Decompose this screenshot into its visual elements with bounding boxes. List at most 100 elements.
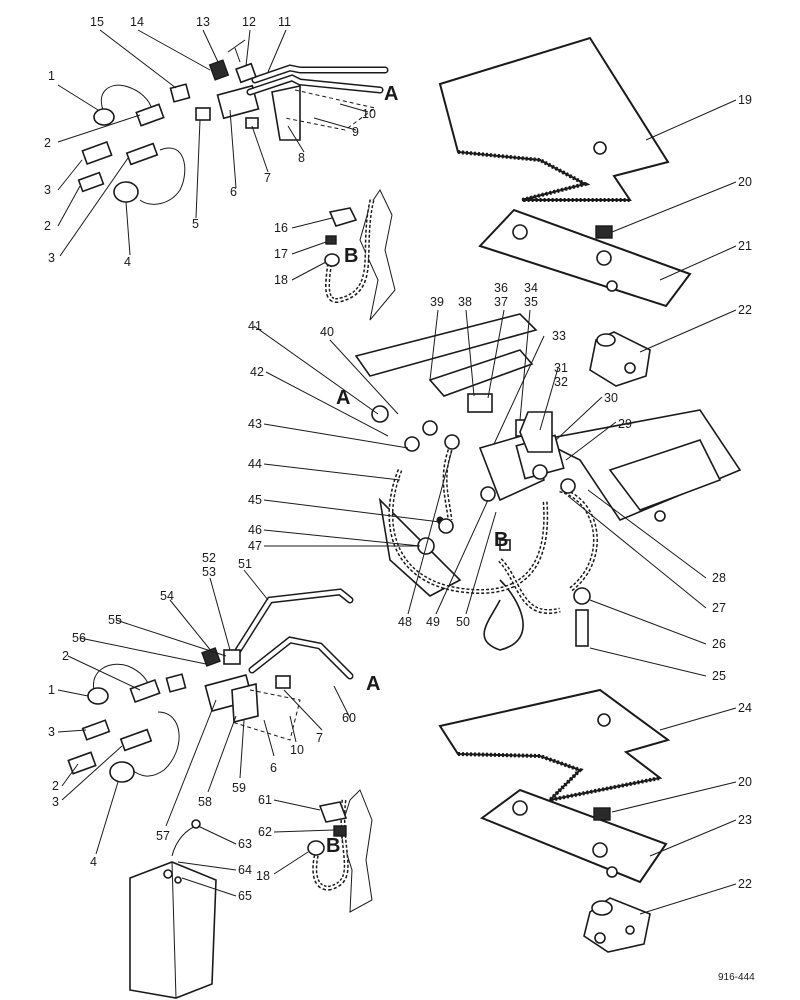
callout: 58 — [198, 795, 212, 809]
connection-mark: A — [336, 387, 350, 409]
connection-mark: B — [326, 835, 340, 857]
callout: 20 — [738, 175, 752, 189]
callout: 20 — [738, 775, 752, 789]
callout: 14 — [130, 15, 144, 29]
callout: 24 — [738, 701, 752, 715]
callout: 63 — [238, 837, 252, 851]
reservoir-tank — [129, 819, 237, 999]
callout: 29 — [618, 417, 632, 431]
callout: 55 — [108, 613, 122, 627]
center-leaders — [253, 309, 707, 677]
dust-cap-part — [93, 108, 115, 126]
callout: 3 — [48, 725, 55, 739]
callout: 59 — [232, 781, 246, 795]
callout: 18 — [256, 869, 270, 883]
top-left-assembly — [77, 39, 389, 205]
callout: 28 — [712, 571, 726, 585]
callout: 52 — [202, 551, 216, 565]
callout: 45 — [248, 493, 262, 507]
callout: 1 — [48, 69, 55, 83]
callout: 21 — [738, 239, 752, 253]
dust-cap-part — [113, 181, 139, 203]
callout: 10 — [362, 107, 376, 121]
callout: 19 — [738, 93, 752, 107]
callout: 37 — [494, 295, 508, 309]
callout: 5 — [192, 217, 199, 231]
callout: 22 — [738, 303, 752, 317]
callout: 11 — [278, 15, 291, 29]
callout: 51 — [238, 557, 252, 571]
callout: 1 — [48, 683, 55, 697]
valve-22-lower — [583, 883, 737, 953]
callout: 64 — [238, 863, 252, 877]
callout: 12 — [242, 15, 256, 29]
callout: 15 — [90, 15, 104, 29]
callout: 7 — [316, 731, 323, 745]
callout: 7 — [264, 171, 271, 185]
figure-number: 916-444 — [718, 972, 755, 983]
callout: 26 — [712, 637, 726, 651]
callout: 13 — [196, 15, 210, 29]
callout: 36 — [494, 281, 508, 295]
callout: 39 — [430, 295, 444, 309]
connection-marks: A B A B A B — [326, 83, 508, 857]
callout-labels: 1 2 2 3 3 4 5 6 7 8 9 10 11 12 13 14 15 … — [44, 15, 752, 903]
hose-b-top — [291, 188, 396, 321]
connection-mark: A — [384, 83, 398, 105]
callout: 41 — [248, 319, 262, 333]
top-left-leaders — [57, 29, 369, 257]
callout: 38 — [458, 295, 472, 309]
callout: 43 — [248, 417, 262, 431]
callout: 53 — [202, 565, 216, 579]
callout: 8 — [298, 151, 305, 165]
callout: 40 — [320, 325, 334, 339]
callout: 57 — [156, 829, 170, 843]
callout: 46 — [248, 523, 262, 537]
callout: 50 — [456, 615, 470, 629]
callout: 3 — [44, 183, 51, 197]
callout: 56 — [72, 631, 86, 645]
callout: 62 — [258, 825, 272, 839]
callout: 65 — [238, 889, 252, 903]
callout: 9 — [352, 125, 359, 139]
callout: 30 — [604, 391, 618, 405]
callout: 27 — [712, 601, 726, 615]
bottom-left-leaders — [57, 569, 351, 855]
coupler-part — [135, 103, 165, 127]
callout: 16 — [274, 221, 288, 235]
callout: 23 — [738, 813, 752, 827]
callout: 2 — [44, 219, 51, 233]
callout: 4 — [90, 855, 97, 869]
callout: 31 — [554, 361, 568, 375]
callout: 10 — [290, 743, 304, 757]
callout: 17 — [274, 247, 288, 261]
hose-b-bottom — [273, 789, 373, 913]
callout: 42 — [250, 365, 264, 379]
callout: 2 — [52, 779, 59, 793]
connection-mark: A — [366, 673, 380, 695]
valve-22-upper — [589, 309, 737, 387]
callout: 2 — [44, 136, 51, 150]
center-assembly — [354, 313, 742, 651]
callout: 18 — [274, 273, 288, 287]
callout: 6 — [270, 761, 277, 775]
callout: 32 — [554, 375, 568, 389]
callout: 22 — [738, 877, 752, 891]
callout: 61 — [258, 793, 272, 807]
callout: 44 — [248, 457, 262, 471]
callout: 49 — [426, 615, 440, 629]
callout: 35 — [524, 295, 538, 309]
callout: 3 — [52, 795, 59, 809]
callout: 25 — [712, 669, 726, 683]
connection-mark: B — [494, 529, 508, 551]
callout: 3 — [48, 251, 55, 265]
callout: 60 — [342, 711, 356, 725]
upper-plates — [438, 36, 737, 308]
callout: 4 — [124, 255, 131, 269]
callout: 34 — [524, 281, 538, 295]
callout: 54 — [160, 589, 174, 603]
callout: 47 — [248, 539, 262, 553]
callout: 2 — [62, 649, 69, 663]
callout: 6 — [230, 185, 237, 199]
